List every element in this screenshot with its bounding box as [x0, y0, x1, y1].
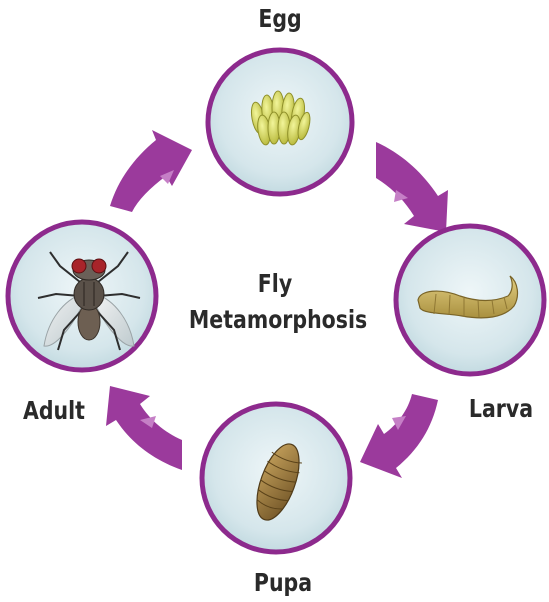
arrow-larva-to-pupa — [360, 394, 438, 478]
arrow-egg-to-larva — [376, 142, 448, 232]
larva-stage-disc — [396, 226, 544, 374]
arrow-adult-to-egg — [110, 130, 192, 212]
diagram-title-line2: Metamorphosis — [189, 302, 361, 338]
stage-label-larva: Larva — [464, 394, 538, 423]
pupa-stage-disc — [202, 404, 350, 552]
adult-stage-disc — [8, 222, 156, 370]
stage-label-adult: Adult — [13, 396, 95, 425]
stage-label-egg: Egg — [247, 4, 313, 33]
diagram-title: Fly Metamorphosis — [170, 266, 380, 338]
egg-stage-disc — [208, 50, 352, 194]
diagram-title-line1: Fly — [189, 266, 361, 302]
arrow-pupa-to-adult — [106, 386, 182, 470]
stage-label-pupa: Pupa — [246, 568, 320, 597]
